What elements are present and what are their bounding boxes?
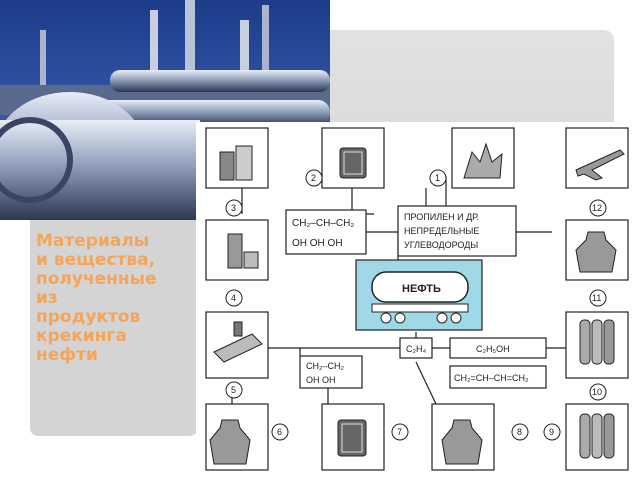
butadiene-box — [449, 365, 547, 389]
butadiene-formula: CH₂=CH–CH=CH₂ — [454, 373, 529, 383]
ethylene-box — [399, 337, 433, 359]
explosion-icon — [463, 142, 503, 179]
glycol-box — [299, 355, 363, 389]
canister-icon-7 — [337, 419, 367, 457]
propylene-label-2: НЕПРЕДЕЛЬНЫЕ — [404, 226, 479, 236]
wheel-4 — [450, 312, 462, 324]
rolls-icon-10 — [579, 319, 615, 365]
oil-tank-body — [371, 271, 469, 303]
oil-label: НЕФТЬ — [402, 283, 441, 295]
marker-4: 4 — [231, 293, 236, 303]
marker-5: 5 — [231, 385, 236, 395]
marker-11: 11 — [592, 293, 601, 303]
slide-title: Материалы и вещества, полученные из прод… — [36, 231, 157, 365]
canister-icon — [339, 147, 367, 179]
ethanol-formula: C₂H₅OH — [476, 344, 510, 354]
marker-9: 9 — [549, 427, 554, 437]
marker-1: 1 — [435, 173, 440, 183]
glycerol-formula-top: CH₂–CH–CH₂ — [292, 218, 354, 229]
wheel-3 — [436, 312, 448, 324]
marker-6: 6 — [277, 427, 282, 437]
glycerol-formula-bottom: OH OH OH — [292, 238, 343, 249]
bottles-icon — [219, 145, 253, 181]
jug-icon-6 — [209, 419, 251, 465]
cracking-products-diagram: CH₂–CH–CH₂ OH OH OH ПРОПИЛЕН И ДР. НЕПРЕ… — [196, 122, 640, 480]
marker-3: 3 — [231, 203, 236, 213]
film-roll-icon — [213, 321, 263, 363]
wheel-1 — [380, 312, 392, 324]
wheel-2 — [394, 312, 406, 324]
rolls-icon-9 — [579, 413, 615, 459]
marker-12: 12 — [592, 203, 602, 213]
marker-7: 7 — [397, 427, 402, 437]
propylene-label-3: УГЛЕВОДОРОДЫ — [404, 240, 478, 250]
jug-icon-8 — [441, 419, 483, 465]
number-markers: 2 3 4 5 6 7 8 9 10 11 12 1 — [225, 169, 607, 441]
marker-10: 10 — [592, 387, 602, 397]
jug-icon-11 — [575, 231, 617, 273]
medicine-bottles-icon — [227, 233, 259, 269]
ethylene-formula: C₂H₄ — [406, 344, 426, 354]
marker-8: 8 — [517, 427, 522, 437]
airplane-icon — [575, 149, 625, 181]
marker-2: 2 — [311, 173, 316, 183]
propylene-label-1: ПРОПИЛЕН И ДР. — [404, 212, 479, 222]
oil-tank-frame — [371, 303, 469, 313]
glycol-formula-top: CH₂–CH₂ — [306, 361, 344, 371]
glycerol-box — [285, 209, 367, 255]
ethanol-box — [449, 337, 547, 359]
glycol-formula-bottom: OH OH — [306, 375, 336, 385]
propylene-box — [397, 205, 517, 257]
